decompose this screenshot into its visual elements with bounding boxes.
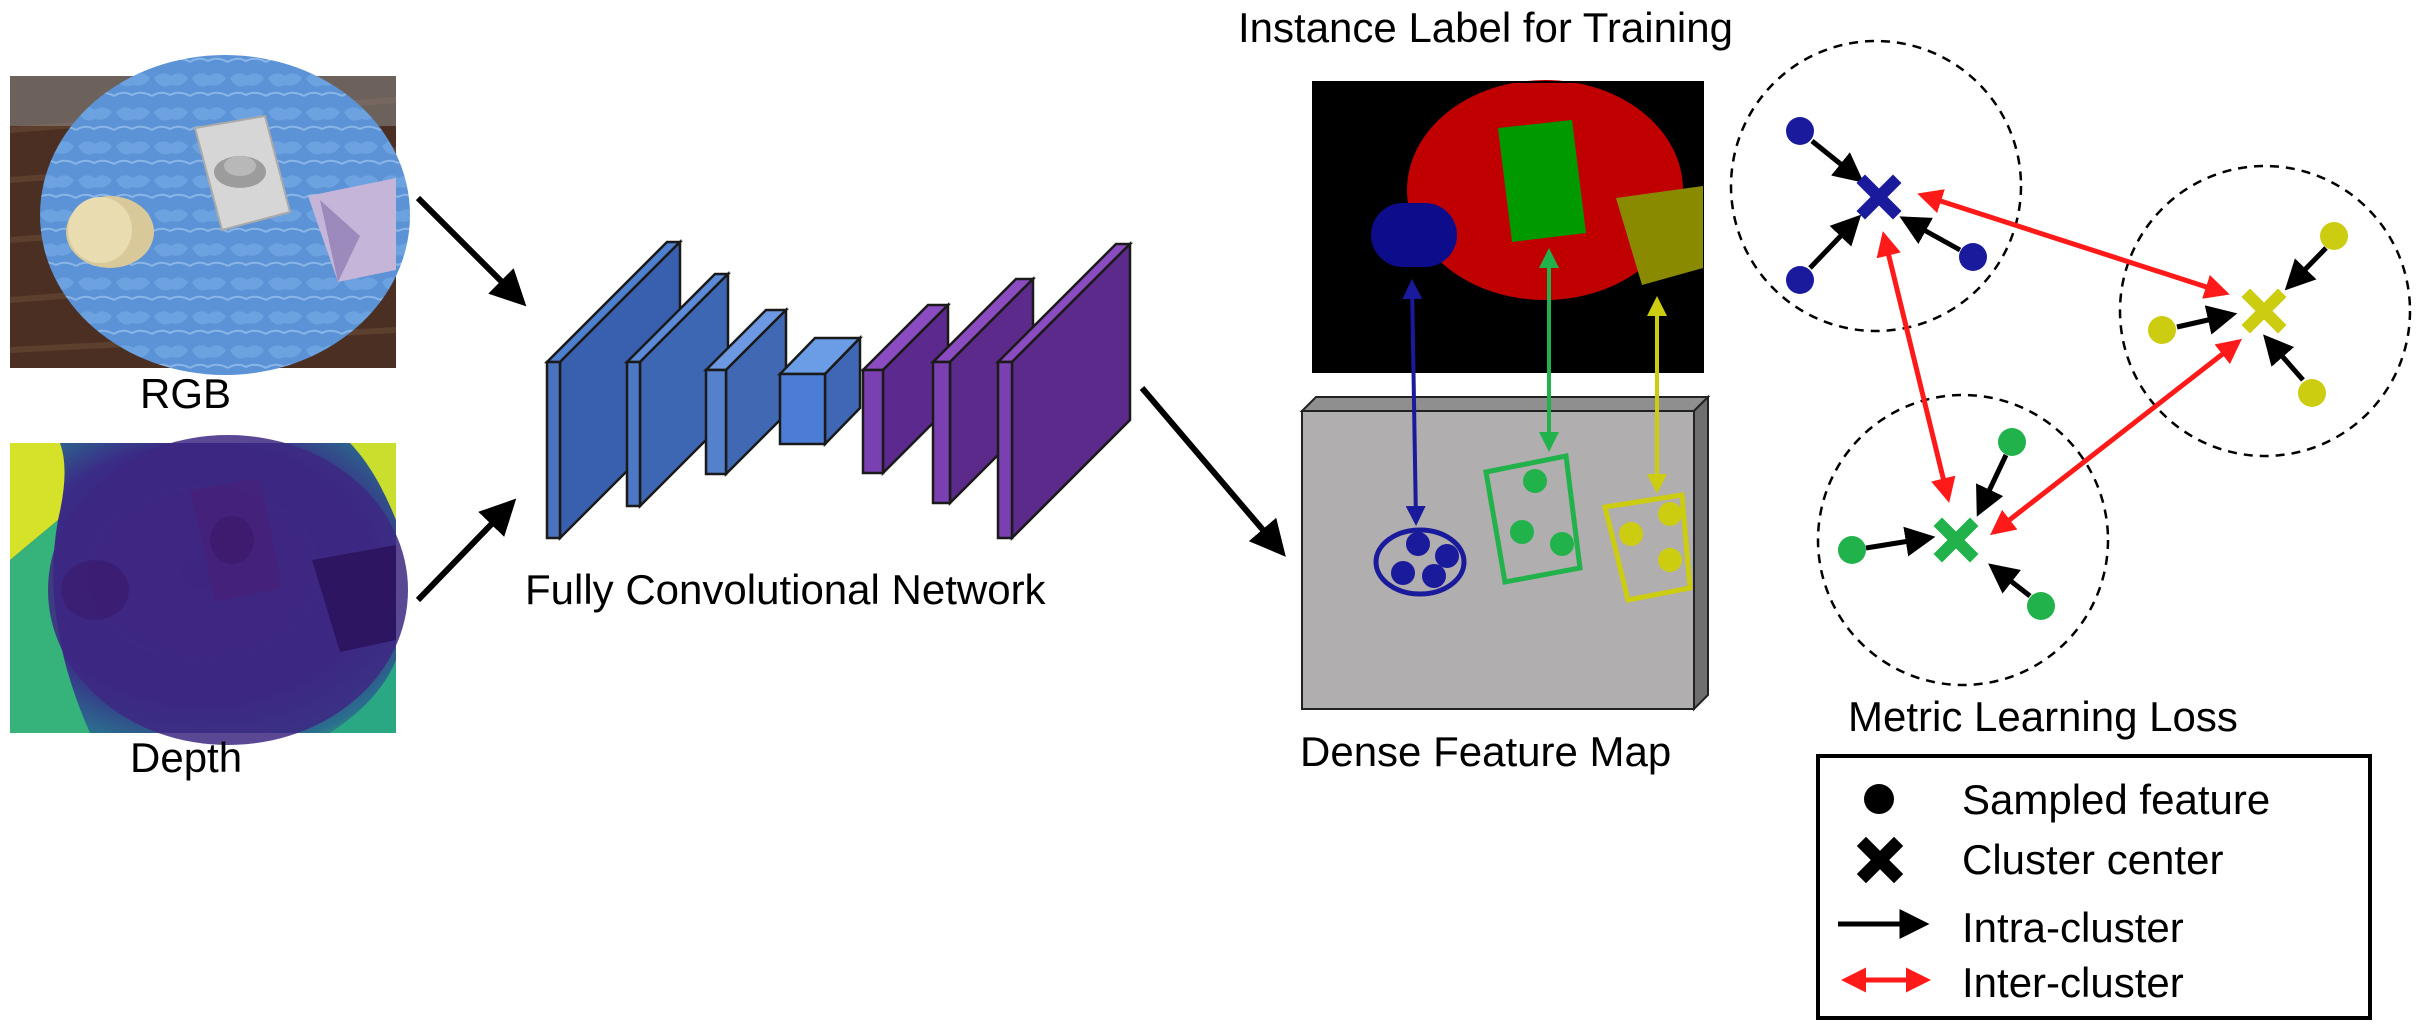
yellow-feature-cluster	[1601, 492, 1693, 603]
metric-learning-diagram	[1729, 39, 2412, 687]
depth-to-network-arrow	[415, 498, 517, 603]
instance-label-title: Instance Label for Training	[1238, 4, 1733, 51]
legend-intra-cluster: Intra-cluster	[1962, 904, 2184, 951]
blue-correspondence-arrow	[1402, 279, 1426, 526]
legend-sampled-feature: Sampled feature	[1962, 776, 2270, 823]
yellow-instance-mask	[1616, 186, 1703, 285]
green-cluster	[1838, 428, 2055, 620]
blue-cluster-center-icon	[1856, 174, 1902, 220]
legend: Sampled feature Cluster center Intra-clu…	[1816, 754, 2372, 1020]
network-to-feature-arrow	[1139, 386, 1286, 557]
blue-instance-mask	[1371, 203, 1457, 267]
decoder-block-1	[859, 301, 952, 477]
cross-icon	[1856, 836, 1904, 884]
blue-cluster-boundary	[1729, 39, 2023, 333]
rgb-label: RGB	[140, 370, 231, 417]
encoder-block-3	[702, 306, 790, 478]
instance-label-image	[1312, 80, 1704, 373]
inter-arrow-blue-green	[1876, 231, 1956, 503]
fcn-network	[543, 238, 1134, 542]
green-cluster-boundary	[1816, 393, 2110, 687]
feature-map-block	[1299, 394, 1711, 712]
green-instance-mask	[1498, 120, 1586, 242]
green-cluster-center-icon	[1933, 517, 1979, 563]
blue-feature-cluster	[1373, 527, 1467, 597]
depth-label: Depth	[130, 734, 242, 781]
filled-circle-icon	[1864, 784, 1894, 814]
yellow-cluster	[2148, 222, 2348, 407]
bottleneck-block	[777, 334, 863, 448]
green-feature-cluster	[1483, 453, 1583, 585]
legend-inter-cluster: Inter-cluster	[1962, 959, 2184, 1006]
depth-image	[10, 435, 408, 745]
feature-map-label: Dense Feature Map	[1300, 728, 1671, 775]
yellow-cluster-boundary	[2118, 164, 2412, 458]
inter-arrow-yellow-green	[1990, 338, 2242, 536]
rgb-image	[9, 55, 410, 375]
metric-learning-title: Metric Learning Loss	[1848, 693, 2238, 740]
legend-cluster-center: Cluster center	[1962, 836, 2223, 883]
network-label: Fully Convolutional Network	[525, 566, 1047, 613]
decoder-block-3	[994, 240, 1134, 542]
inter-arrow-blue-yellow	[1917, 189, 2230, 299]
rgb-to-network-arrow	[415, 195, 527, 307]
yellow-cluster-center-icon	[2241, 288, 2287, 334]
